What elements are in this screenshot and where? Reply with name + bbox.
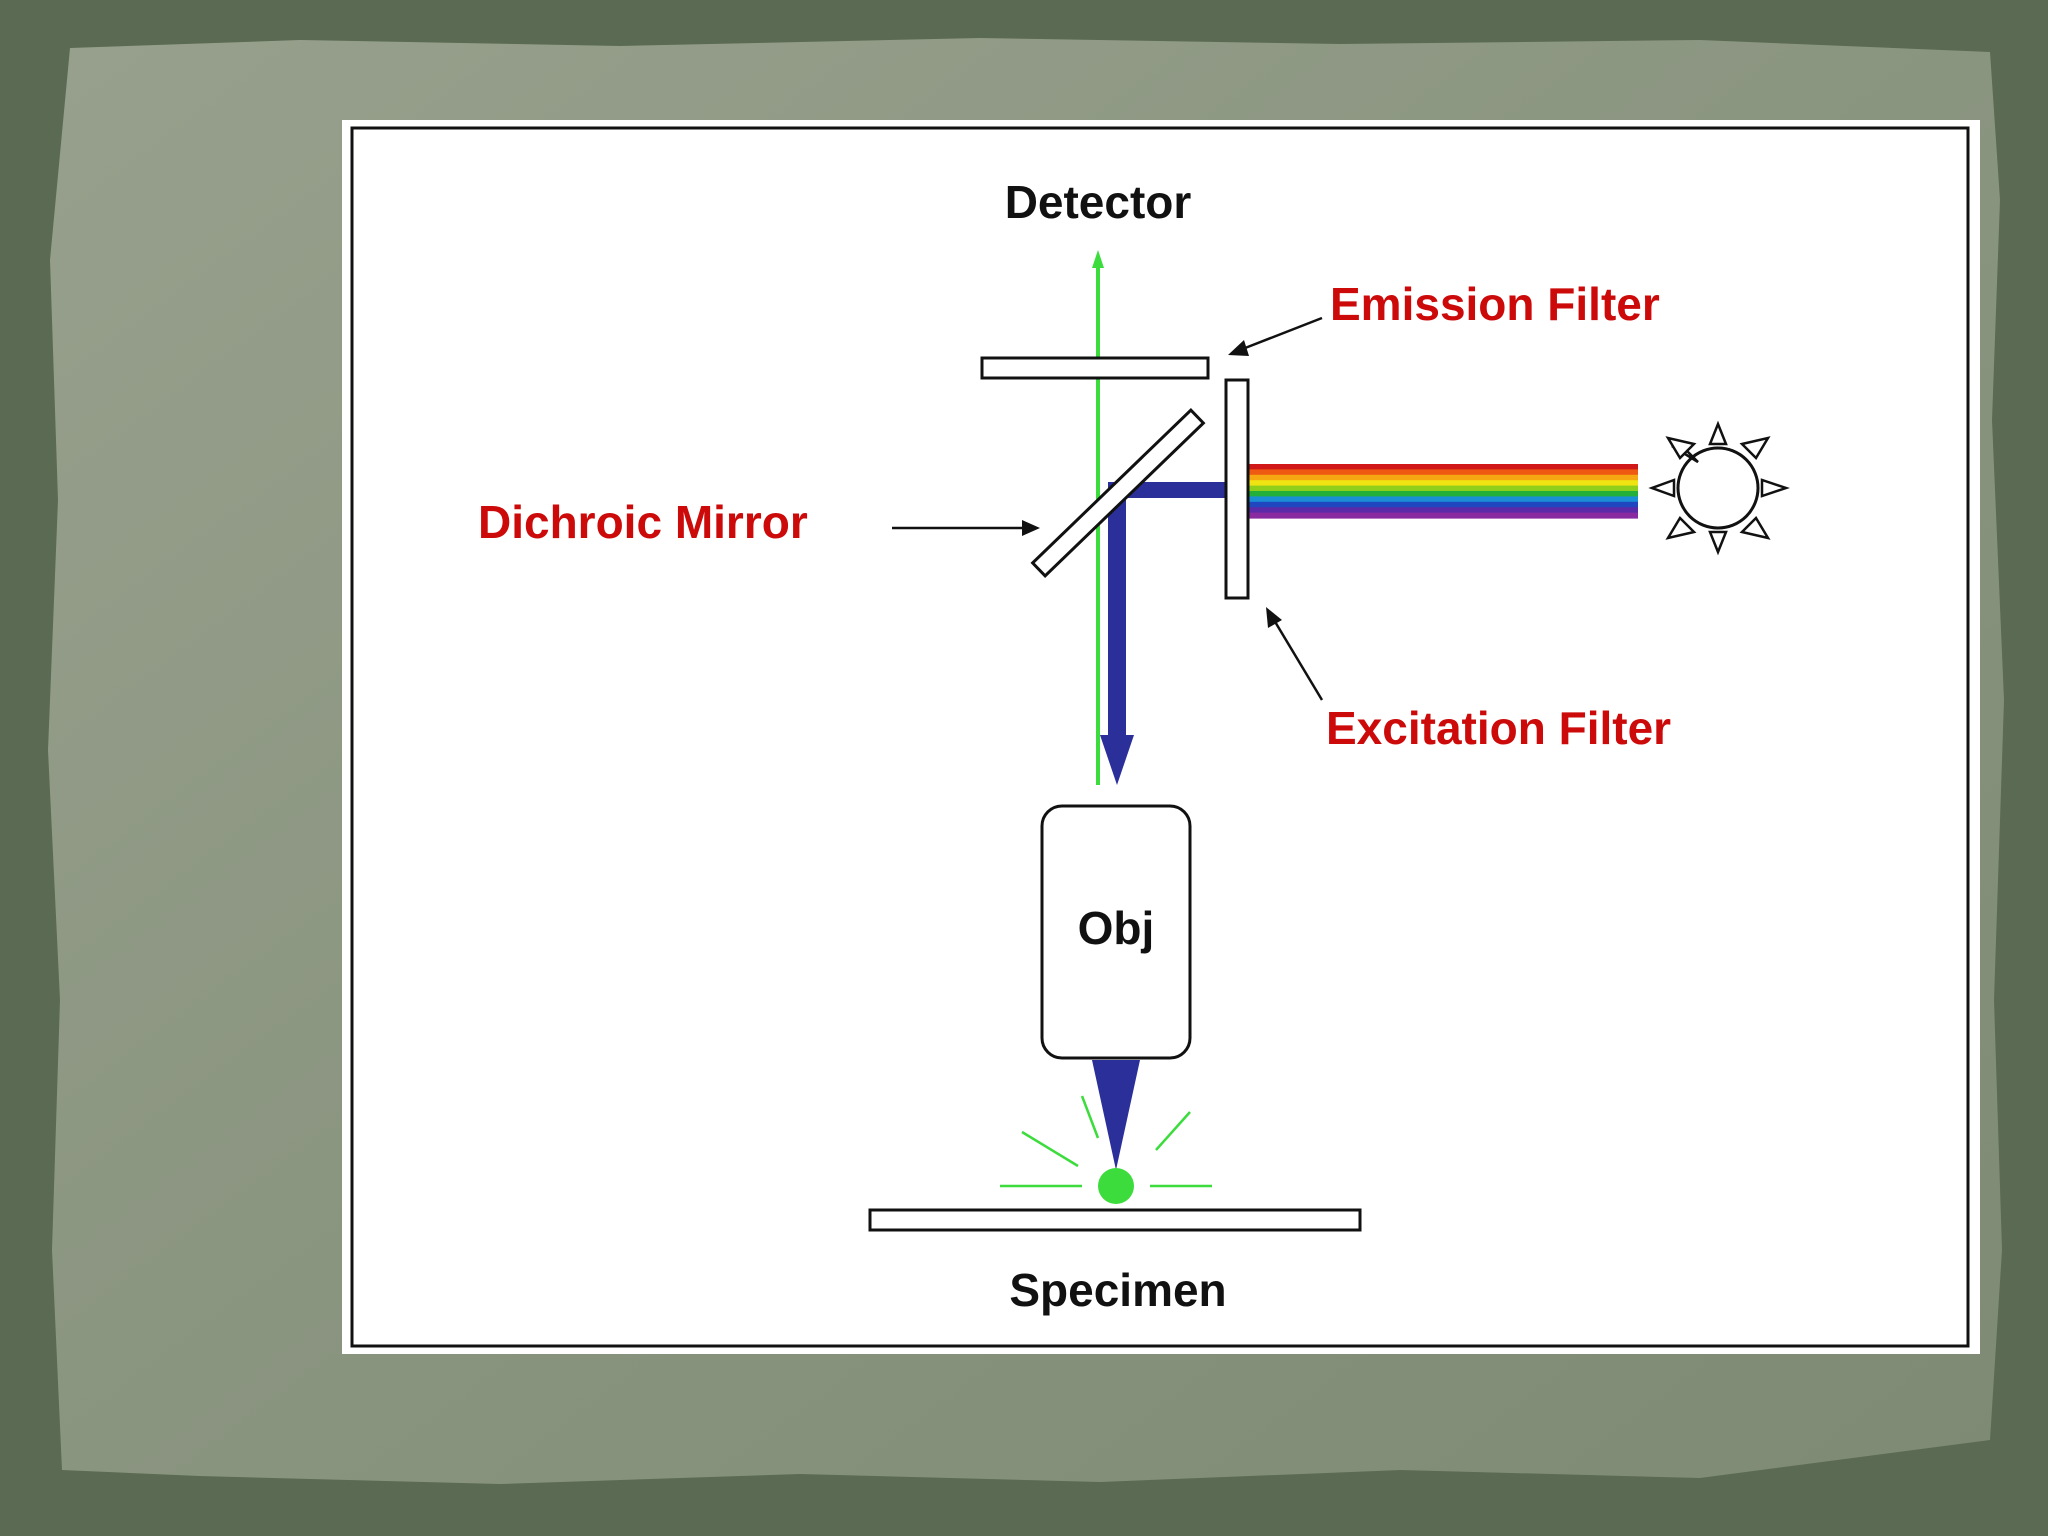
emission-beam-arrowhead bbox=[1092, 250, 1104, 268]
dichroic-mirror-pointer bbox=[892, 520, 1040, 536]
specimen-slide-plate bbox=[868, 1208, 1362, 1232]
excitation-beam-vertical bbox=[1108, 482, 1126, 742]
emission-filter-pointer bbox=[1228, 316, 1323, 356]
specimen-label: Specimen bbox=[1009, 1264, 1226, 1316]
spectrum-band bbox=[1248, 474, 1638, 481]
excitation-filter-pointer bbox=[1266, 607, 1324, 701]
specimen-fluorescent-spot bbox=[1098, 1168, 1134, 1204]
fluorescence-rays bbox=[1000, 1095, 1212, 1188]
light-source-sun-icon bbox=[1648, 420, 1790, 556]
excitation-filter-plate bbox=[1224, 378, 1250, 600]
spectrum-band bbox=[1248, 496, 1638, 503]
spectrum-band bbox=[1248, 507, 1638, 514]
diagram-panel bbox=[342, 120, 1980, 1354]
dichroic-mirror-label: Dichroic Mirror bbox=[478, 496, 808, 548]
excitation-filter-label: Excitation Filter bbox=[1326, 702, 1671, 754]
dichroic-mirror-plate bbox=[1030, 407, 1206, 579]
spectrum-band bbox=[1248, 512, 1638, 519]
objective-label: Obj bbox=[1078, 902, 1155, 954]
focused-excitation-cone bbox=[1092, 1060, 1140, 1170]
spectrum-band bbox=[1248, 464, 1638, 470]
spectrum-beam bbox=[1248, 464, 1638, 519]
spectrum-band bbox=[1248, 485, 1638, 492]
emission-filter-label: Emission Filter bbox=[1330, 278, 1660, 330]
spectrum-band bbox=[1248, 501, 1638, 508]
objective-lens-body bbox=[1040, 804, 1192, 1060]
detector-label: Detector bbox=[1005, 176, 1192, 228]
excitation-beam-arrowhead bbox=[1100, 735, 1134, 785]
emission-filter-plate bbox=[980, 356, 1210, 380]
spectrum-band bbox=[1248, 469, 1638, 476]
diagram-frame bbox=[350, 126, 1970, 1348]
spectrum-band bbox=[1248, 491, 1638, 497]
spectrum-band bbox=[1248, 480, 1638, 487]
